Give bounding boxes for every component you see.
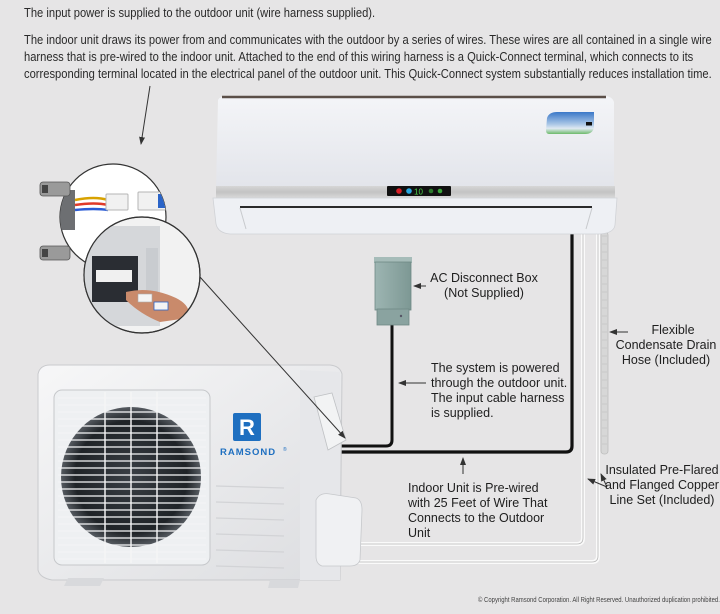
indoor-unit: 10: [212, 95, 618, 235]
callout-line: Hose (Included): [621, 353, 711, 367]
callout-line: Unit: [408, 526, 431, 540]
drain-hose: [600, 231, 609, 455]
ac-disconnect-box: [374, 257, 412, 326]
copyright-notice: © Copyright Ramsond Corporation. All Rig…: [478, 597, 720, 604]
callout-line: and Flanged Copper: [605, 478, 719, 492]
intro-paragraph-line: The indoor unit draws its power from and…: [24, 32, 712, 47]
callout-disconnect-box: AC Disconnect Box (Not Supplied): [426, 271, 542, 301]
registered-mark: ®: [283, 446, 287, 453]
brand-name: RAMSOND: [220, 447, 276, 458]
callout-line: through the outdoor unit.: [431, 376, 568, 390]
intro-paragraph: The indoor unit draws its power from and…: [24, 31, 712, 82]
callout-arrows: [139, 85, 628, 488]
brand-logo-icon: [233, 413, 261, 441]
wire-harness: [330, 228, 574, 454]
arrow-to-connection-panel: [199, 276, 346, 439]
callout-line: Connects to the Outdoor: [408, 511, 545, 525]
arrow-to-line-set-1: [587, 478, 608, 488]
callout-line: is supplied.: [431, 406, 494, 420]
intro-paragraph-line: harness that is pre-wired to the indoor …: [24, 49, 694, 64]
intro-paragraph-line: corresponding terminal located in the el…: [24, 66, 712, 81]
callout-line: (Not Supplied): [444, 286, 524, 300]
refrigerant-valve-icon: [39, 181, 71, 261]
brand-logo-letter: R: [239, 415, 255, 440]
arrow-to-line-set-2: [600, 473, 608, 488]
callout-line: AC Disconnect Box: [430, 271, 538, 285]
callout-drain-hose: Flexible Condensate Drain Hose (Included…: [614, 323, 718, 368]
callout-line: Condensate Drain: [615, 338, 717, 352]
quick-connect-detail-circles: [39, 163, 201, 334]
callout-line: Line Set (Included): [609, 493, 715, 507]
indoor-display: 10: [414, 188, 423, 197]
callout-line: Insulated Pre-Flared: [605, 463, 719, 477]
callout-powered-through-outdoor: The system is powered through the outdoo…: [431, 361, 581, 421]
arrow-to-detail-circle: [139, 85, 151, 145]
callout-line: Flexible: [651, 323, 695, 337]
callout-prewired: Indoor Unit is Pre-wired with 25 Feet of…: [408, 481, 578, 541]
line-set-piping: [330, 232, 600, 564]
callout-line: Indoor Unit is Pre-wired: [408, 481, 539, 495]
callout-line-set: Insulated Pre-Flared and Flanged Copper …: [604, 463, 720, 508]
callout-line: with 25 Feet of Wire That: [408, 496, 548, 510]
callout-line: The input cable harness: [431, 391, 565, 405]
intro-headline: The input power is supplied to the outdo…: [24, 5, 376, 20]
callout-line: The system is powered: [431, 361, 560, 375]
outdoor-unit: R RAMSOND ®: [37, 364, 363, 588]
